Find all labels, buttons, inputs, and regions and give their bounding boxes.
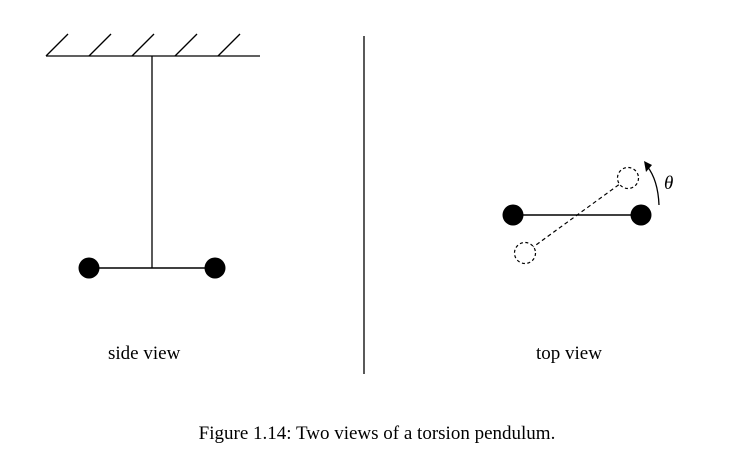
hatched-ceiling-icon: [45, 33, 260, 57]
top-view-left-mass-icon: [502, 204, 524, 226]
top-view: [502, 161, 660, 265]
curved-arrow-icon: [644, 161, 660, 206]
side-view-left-mass-icon: [78, 257, 100, 279]
side-view-right-mass-icon: [204, 257, 226, 279]
top-view-right-mass-icon: [630, 204, 652, 226]
top-view-label: top view: [536, 343, 602, 364]
side-view-label: side view: [108, 343, 181, 364]
displaced-left-mass-icon: [513, 241, 537, 265]
angle-theta-label: θ: [664, 173, 674, 194]
displaced-rod: [524, 177, 629, 254]
displaced-right-mass-icon: [616, 166, 640, 190]
figure-caption: Figure 1.14: Two views of a torsion pend…: [198, 423, 556, 444]
side-view: [45, 33, 260, 279]
